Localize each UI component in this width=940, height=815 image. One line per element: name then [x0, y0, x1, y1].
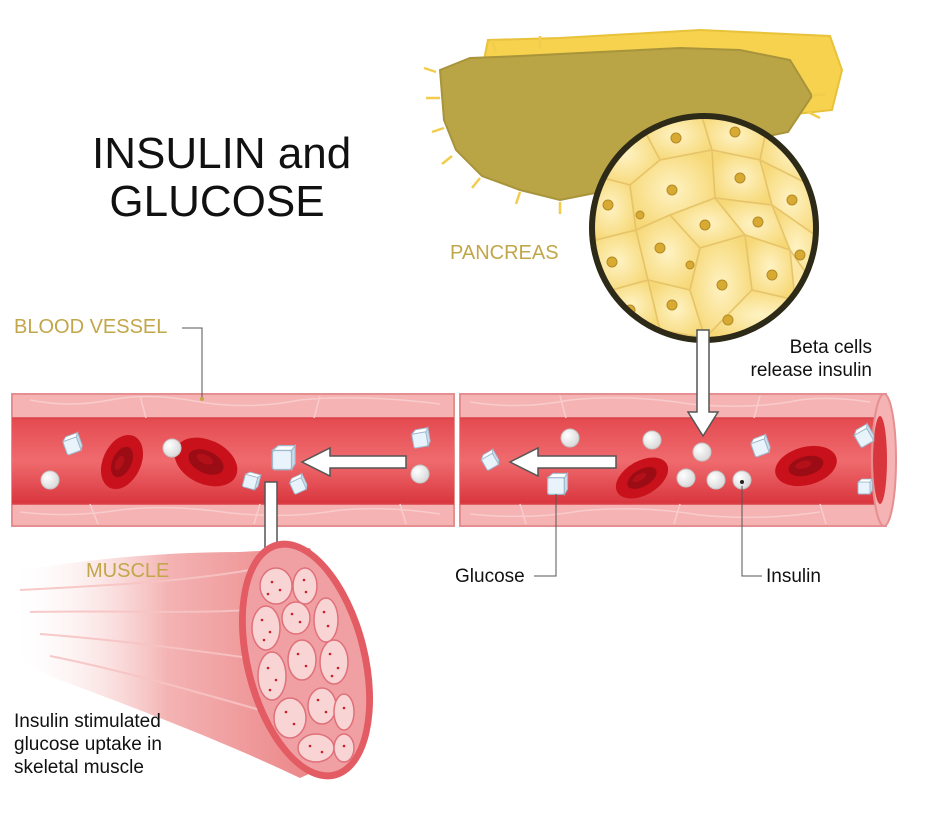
insulin-molecule: [40, 470, 60, 490]
insulin-molecule: [692, 442, 712, 462]
blood-vessel-label: BLOOD VESSEL: [14, 316, 168, 338]
beta-cells-line-2: release insulin: [750, 360, 872, 381]
beta-cells-label: Beta cells release insulin: [730, 336, 872, 382]
arrow-left-vessel: [300, 446, 407, 478]
leader-glucose: [534, 494, 557, 577]
arrow-beta-cells: [686, 329, 720, 438]
insulin-molecule: [560, 428, 580, 448]
insulin-molecule: [410, 464, 430, 484]
insulin-molecule: [162, 438, 182, 458]
leader-insulin: [741, 486, 762, 577]
title-line-2: GLUCOSE: [109, 177, 325, 226]
insulin-molecule: [676, 468, 696, 488]
glucose-cube: [271, 444, 296, 471]
uptake-line-3: skeletal muscle: [14, 757, 144, 778]
title-line-1: INSULIN and: [92, 129, 352, 178]
arrow-right-vessel: [508, 446, 617, 478]
uptake-line-1: Insulin stimulated: [14, 711, 161, 732]
uptake-line-2: glucose uptake in: [14, 734, 162, 755]
insulin-molecule: [706, 470, 726, 490]
muscle-label: MUSCLE: [86, 560, 170, 582]
insulin-molecule: [642, 430, 662, 450]
glucose-cube: [857, 478, 873, 495]
skeletal-muscle: [10, 540, 374, 780]
uptake-caption: Insulin stimulated glucose uptake in ske…: [14, 710, 162, 779]
leader-blood-vessel: [182, 327, 203, 398]
insulin-label: Insulin: [766, 566, 821, 587]
beta-cells-line-1: Beta cells: [789, 337, 872, 358]
leader-lines: [182, 327, 762, 577]
diagram-title: INSULIN and GLUCOSE: [92, 130, 351, 226]
glucose-label: Glucose: [455, 566, 525, 587]
pancreas-label: PANCREAS: [450, 242, 559, 264]
pancreas-magnified-cells: [589, 113, 819, 343]
glucose-cube: [546, 472, 569, 496]
